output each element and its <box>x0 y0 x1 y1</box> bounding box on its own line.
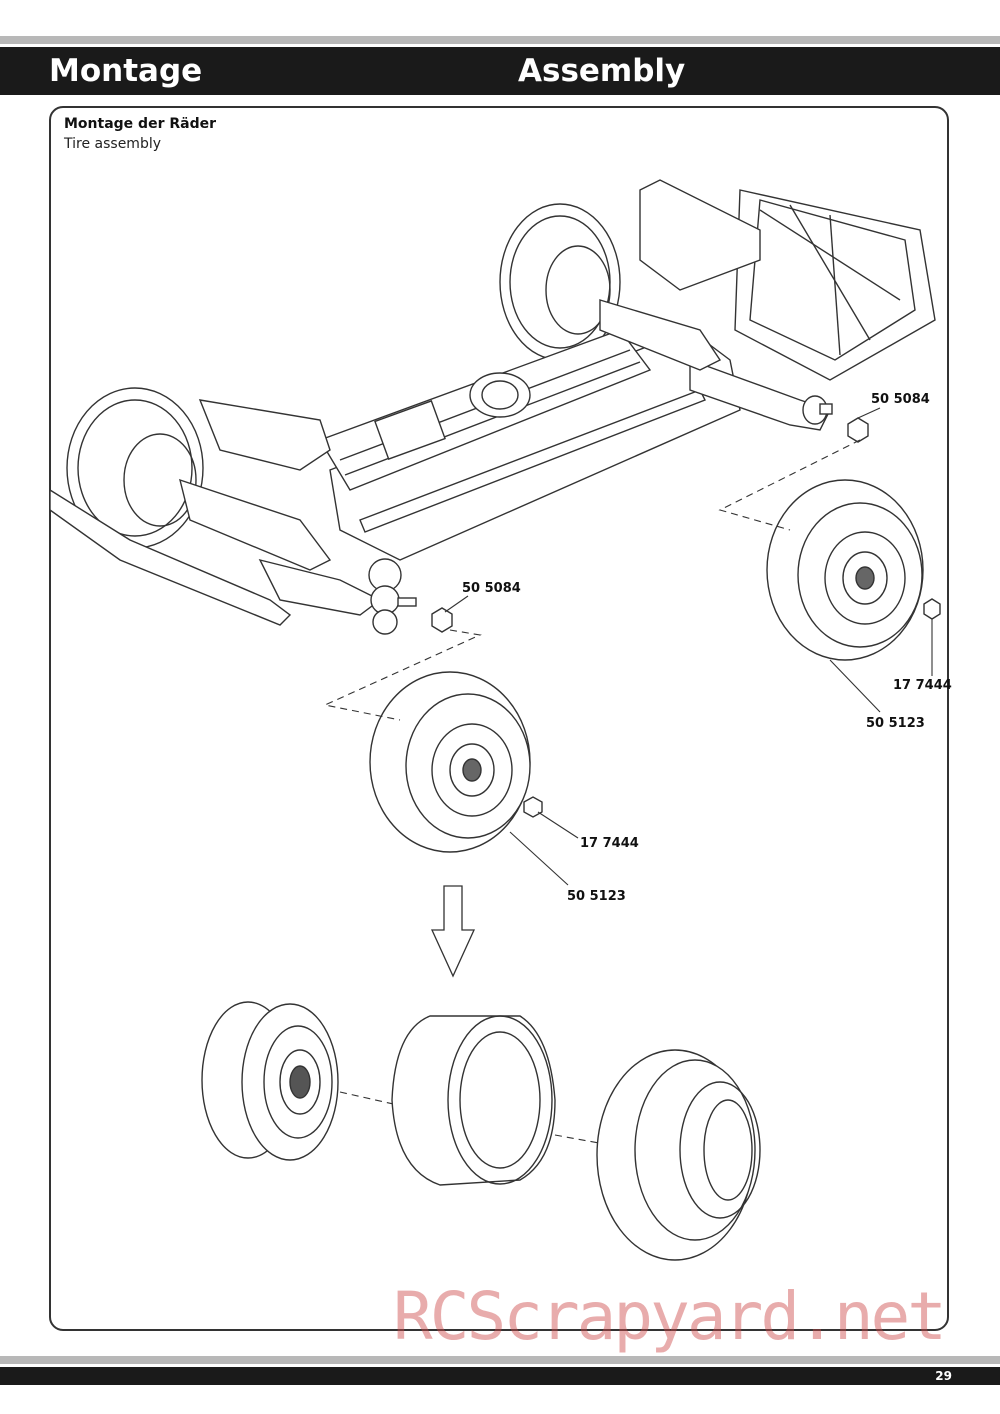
header-title-german: Montage <box>49 53 203 89</box>
section-title: Montage der Räder <box>64 116 216 132</box>
callout-wheel-right: 50 5123 <box>866 716 925 731</box>
callout-wheel-center: 50 5123 <box>567 889 626 904</box>
page-footer <box>0 1367 1000 1385</box>
top-rule <box>0 36 1000 44</box>
assembly-guides <box>323 439 861 1146</box>
exploded-rim <box>201 1001 339 1161</box>
callout-wheelnut-right: 17 7444 <box>893 678 952 693</box>
page-header: Montage Assembly <box>0 47 1000 95</box>
exploded-insert <box>391 1015 556 1186</box>
callout-wheelnut-center: 17 7444 <box>580 836 639 851</box>
header-title-english: Assembly <box>518 53 686 89</box>
page-number: 29 <box>935 1369 952 1383</box>
down-arrow-icon <box>430 885 476 978</box>
exploded-tire <box>596 1049 761 1261</box>
wheel-center <box>369 671 543 853</box>
callout-leaders <box>444 407 933 886</box>
chassis-illustration <box>49 179 936 635</box>
section-subtitle: Tire assembly <box>64 136 162 152</box>
callout-nut-front: 50 5084 <box>462 581 521 596</box>
bottom-rule <box>0 1356 1000 1364</box>
wheel-right <box>766 479 941 661</box>
instruction-panel <box>49 106 949 1331</box>
watermark: RCScrapyard.net <box>393 1278 947 1355</box>
callout-nut-rear: 50 5084 <box>871 392 930 407</box>
